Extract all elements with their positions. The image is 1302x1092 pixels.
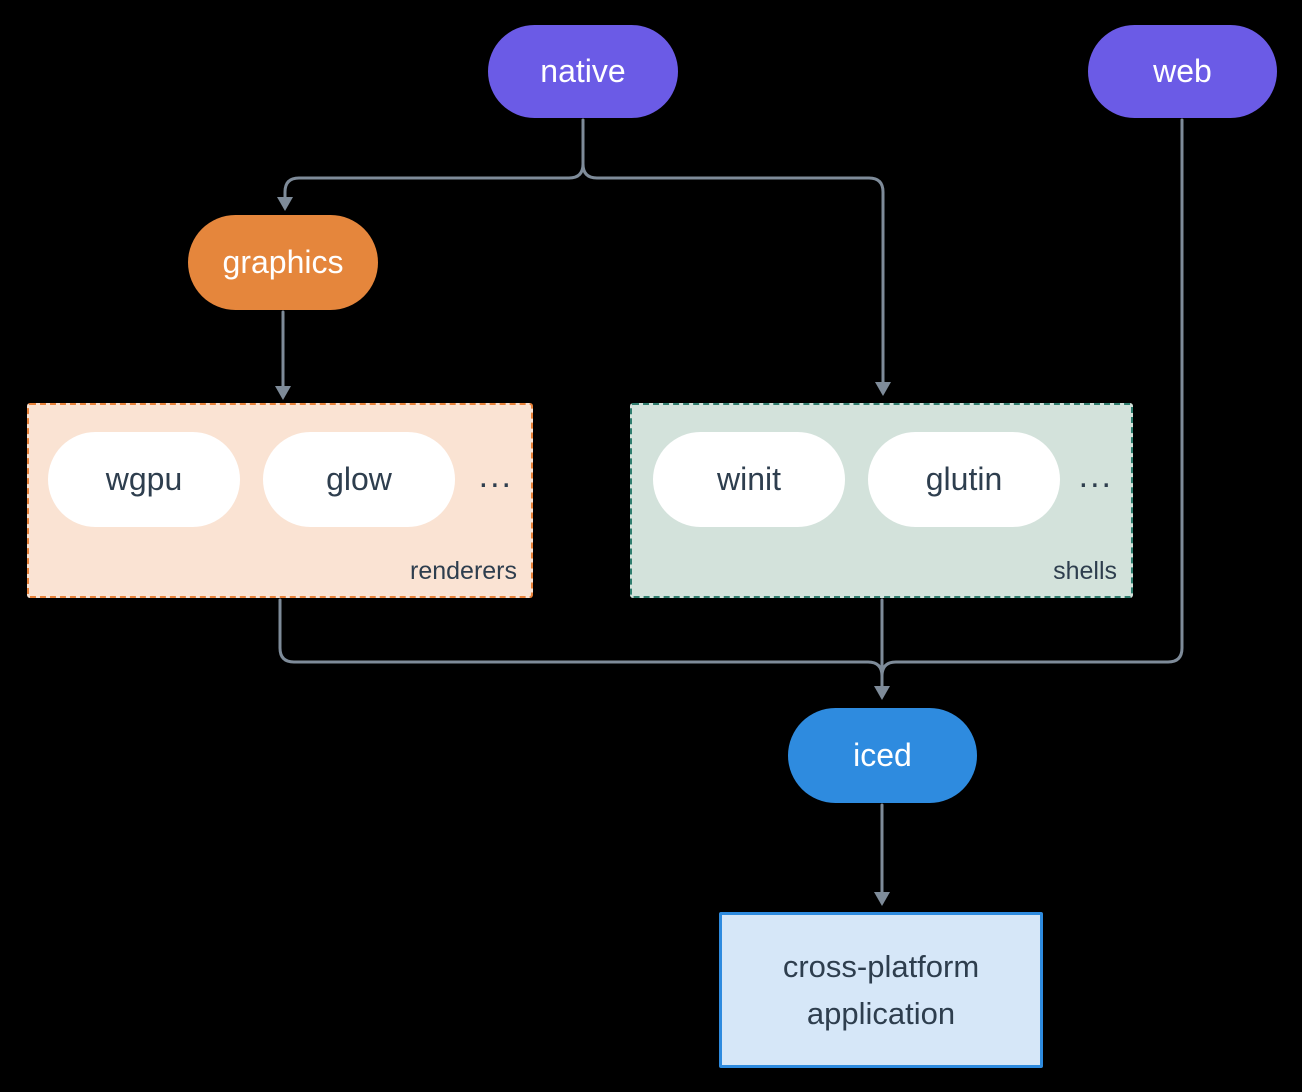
node-graphics-label: graphics bbox=[222, 244, 344, 280]
node-cross-platform-application: cross-platform application bbox=[719, 912, 1043, 1068]
node-native-label: native bbox=[540, 53, 626, 89]
node-wgpu: wgpu bbox=[48, 432, 240, 527]
shells-ellipsis: ... bbox=[1078, 457, 1113, 495]
group-shells: winit glutin ... shells bbox=[630, 403, 1133, 598]
node-graphics: graphics bbox=[188, 215, 378, 310]
node-iced: iced bbox=[788, 708, 977, 803]
group-renderers: wgpu glow ... renderers bbox=[27, 403, 533, 598]
node-native: native bbox=[488, 25, 678, 118]
arrowhead-iced bbox=[874, 686, 890, 700]
node-wgpu-label: wgpu bbox=[105, 461, 183, 497]
edge-native-to-shells bbox=[581, 162, 885, 385]
renderers-group-label: renderers bbox=[410, 557, 517, 585]
node-glutin: glutin bbox=[868, 432, 1060, 527]
arrowhead-shells bbox=[875, 382, 891, 396]
edge-web-to-iced bbox=[880, 118, 1184, 678]
shells-group-label: shells bbox=[1053, 557, 1117, 585]
node-web: web bbox=[1088, 25, 1277, 118]
arrowhead-application bbox=[874, 892, 890, 906]
node-glutin-label: glutin bbox=[925, 461, 1003, 497]
node-iced-label: iced bbox=[853, 737, 912, 773]
edge-renderers-to-iced bbox=[278, 598, 884, 678]
arrowhead-graphics bbox=[277, 197, 293, 211]
node-winit-label: winit bbox=[716, 461, 781, 497]
edge-native-to-graphics bbox=[283, 118, 585, 200]
node-glow-label: glow bbox=[326, 461, 392, 497]
node-winit: winit bbox=[653, 432, 845, 527]
node-application-label: cross-platform application bbox=[782, 949, 980, 1031]
node-glow: glow bbox=[263, 432, 455, 527]
renderers-ellipsis: ... bbox=[478, 457, 513, 495]
node-web-label: web bbox=[1153, 53, 1212, 89]
arrowhead-renderers bbox=[275, 386, 291, 400]
